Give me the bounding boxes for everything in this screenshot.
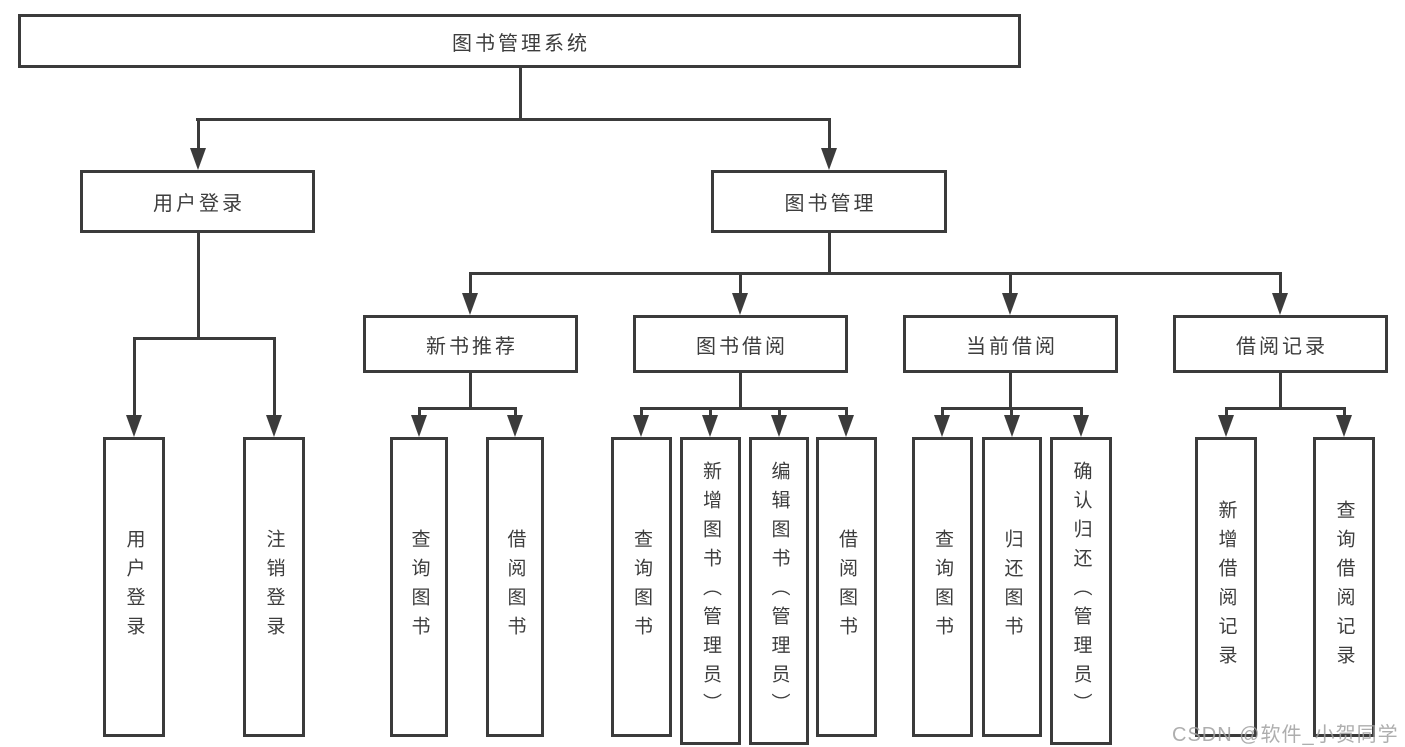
node-label: 图书借阅 <box>696 335 788 358</box>
connector-line <box>1080 407 1083 417</box>
connector-line <box>640 407 848 410</box>
arrowhead-icon <box>190 148 206 170</box>
connector-line <box>1343 407 1346 417</box>
leaf-add-borrowing-record: 新增借阅记录 <box>1195 437 1257 737</box>
connector-line <box>709 407 712 417</box>
arrowhead-icon <box>1004 415 1020 437</box>
arrowhead-icon <box>633 415 649 437</box>
connector-line <box>133 337 136 415</box>
connector-line <box>469 272 1282 275</box>
node-new-book-recommendation: 新书推荐 <box>363 315 578 373</box>
node-label: 当前借阅 <box>966 335 1058 358</box>
arrowhead-icon <box>266 415 282 437</box>
node-current-borrowing: 当前借阅 <box>903 315 1118 373</box>
connector-line <box>1225 407 1228 417</box>
leaf-label: 归还图书 <box>1001 529 1023 645</box>
node-user-login: 用户登录 <box>80 170 315 233</box>
leaf-label: 借阅图书 <box>504 529 526 645</box>
leaf-edit-books-admin: 编辑图书（管理员） <box>749 437 809 745</box>
leaf-return-books: 归还图书 <box>982 437 1042 737</box>
arrowhead-icon <box>732 293 748 315</box>
arrowhead-icon <box>462 293 478 315</box>
leaf-label: 确认归还（管理员） <box>1070 460 1092 722</box>
connector-line <box>469 373 472 407</box>
connector-line <box>469 272 472 293</box>
leaf-label: 新增借阅记录 <box>1215 500 1237 674</box>
connector-line <box>941 407 944 417</box>
connector-line <box>1009 272 1012 293</box>
connector-line <box>273 337 276 415</box>
leaf-label: 编辑图书（管理员） <box>768 460 790 722</box>
node-book-borrowing: 图书借阅 <box>633 315 848 373</box>
connector-line <box>418 407 421 417</box>
leaf-label: 查询图书 <box>631 529 652 645</box>
arrowhead-icon <box>1272 293 1288 315</box>
leaf-add-books-admin: 新增图书（管理员） <box>680 437 741 745</box>
connector-line <box>519 68 522 118</box>
node-library-management-system: 图书管理系统 <box>18 14 1021 68</box>
arrowhead-icon <box>1073 415 1089 437</box>
arrowhead-icon <box>934 415 950 437</box>
connector-line <box>828 118 831 148</box>
leaf-user-login: 用户登录 <box>103 437 165 737</box>
leaf-borrow-books-recommendation: 借阅图书 <box>486 437 544 737</box>
node-label: 借阅记录 <box>1236 335 1328 358</box>
connector-line <box>197 233 200 337</box>
leaf-label: 查询借阅记录 <box>1333 500 1355 674</box>
arrowhead-icon <box>821 148 837 170</box>
leaf-label: 注销登录 <box>263 529 285 645</box>
connector-line <box>197 118 200 148</box>
arrowhead-icon <box>126 415 142 437</box>
connector-line <box>739 373 742 407</box>
leaf-logout: 注销登录 <box>243 437 305 737</box>
connector-line <box>1010 407 1013 417</box>
arrowhead-icon <box>838 415 854 437</box>
leaf-label: 查询图书 <box>932 529 953 645</box>
arrowhead-icon <box>1002 293 1018 315</box>
csdn-watermark: CSDN @软件_小贺同学 <box>1172 724 1399 746</box>
node-label: 新书推荐 <box>426 335 518 358</box>
node-book-management: 图书管理 <box>711 170 947 233</box>
leaf-label: 用户登录 <box>123 529 145 645</box>
connector-line <box>828 233 831 272</box>
connector-line <box>133 337 276 340</box>
node-label: 图书管理系统 <box>452 32 590 55</box>
arrowhead-icon <box>1218 415 1234 437</box>
arrowhead-icon <box>1336 415 1352 437</box>
leaf-label: 借阅图书 <box>836 529 857 645</box>
node-label: 用户登录 <box>153 193 245 215</box>
leaf-query-books-borrowing: 查询图书 <box>611 437 672 737</box>
connector-line <box>1225 407 1346 410</box>
connector-line <box>1279 272 1282 293</box>
arrowhead-icon <box>411 415 427 437</box>
leaf-label: 查询图书 <box>408 529 430 645</box>
arrowhead-icon <box>771 415 787 437</box>
arrowhead-icon <box>702 415 718 437</box>
connector-line <box>739 272 742 293</box>
leaf-query-books-recommendation: 查询图书 <box>390 437 448 737</box>
connector-line <box>514 407 517 417</box>
leaf-query-books-current: 查询图书 <box>912 437 973 737</box>
arrowhead-icon <box>507 415 523 437</box>
leaf-label: 新增图书（管理员） <box>700 460 721 722</box>
connector-line <box>418 407 517 410</box>
connector-line <box>640 407 643 417</box>
node-borrowing-records: 借阅记录 <box>1173 315 1388 373</box>
leaf-borrow-books-borrowing: 借阅图书 <box>816 437 877 737</box>
node-label: 图书管理 <box>784 193 877 215</box>
leaf-confirm-return-admin: 确认归还（管理员） <box>1050 437 1112 745</box>
connector-line <box>778 407 781 417</box>
connector-line <box>845 407 848 417</box>
connector-line <box>1279 373 1282 407</box>
connector-line <box>196 118 831 121</box>
leaf-query-borrowing-record: 查询借阅记录 <box>1313 437 1375 737</box>
connector-line <box>1009 373 1012 407</box>
